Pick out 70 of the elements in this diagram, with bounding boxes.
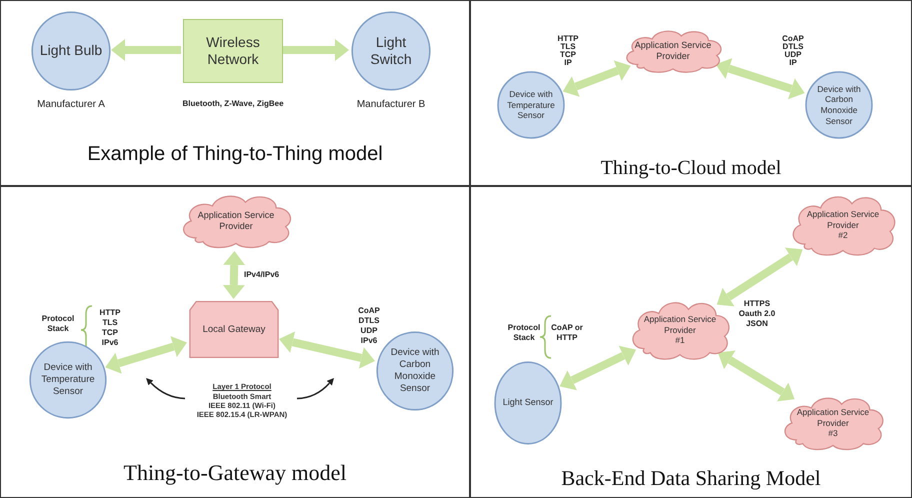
node-caption: Manufacturer B — [356, 98, 426, 112]
model-caption: Thing-to-Cloud model — [600, 156, 782, 181]
device-circle — [31, 11, 111, 91]
protocol-label: HTTP — [98, 308, 122, 318]
double-arrow — [718, 350, 795, 402]
node-label: Light Bulb — [40, 42, 102, 60]
node-label: Device with Temperature Sensor — [506, 89, 556, 121]
protocol-label: CoAP or HTTP — [550, 323, 584, 343]
node-caption: Manufacturer A — [37, 98, 105, 112]
protocol-label: Protocol Stack — [40, 314, 76, 334]
node-label: Wireless Network — [205, 34, 261, 68]
protocol-label: TLS — [559, 42, 577, 51]
protocol-label: IP — [788, 58, 798, 68]
node-label: Device with Carbon Monoxide Sensor — [390, 347, 440, 395]
gateway-box — [189, 301, 279, 358]
panel — [470, 0, 912, 186]
device-circle — [494, 361, 562, 445]
protocol-label: CoAP — [781, 34, 805, 43]
node-label: Application Service Provider — [806, 209, 880, 230]
node-label: Device with Temperature Sensor — [40, 362, 96, 398]
node-label: Application Service Provider — [642, 314, 718, 336]
double-arrow — [222, 251, 246, 299]
node-label: Application Service Provider — [796, 407, 870, 428]
node-label: Local Gateway — [202, 324, 266, 336]
curved-arrow — [296, 378, 334, 400]
device-circle — [376, 331, 454, 411]
model-caption: Thing-to-Gateway model — [124, 459, 346, 487]
model-caption: Example of Thing-to-Thing model — [87, 142, 383, 167]
protocol-label: CoAP — [357, 306, 381, 316]
protocol-label: TCP — [559, 50, 577, 60]
protocol-label: DTLS — [782, 42, 804, 52]
node-label: Device with Carbon Monoxide Sensor — [816, 84, 862, 126]
device-circle — [805, 71, 873, 139]
protocol-label: IPv6 — [100, 338, 120, 348]
double-arrow — [283, 39, 349, 61]
network-box — [183, 19, 283, 83]
panel — [470, 186, 912, 498]
double-arrow — [716, 58, 805, 100]
double-arrow — [279, 331, 375, 369]
protocol-label: JSON — [745, 319, 769, 329]
model-caption: Back-End Data Sharing Model — [561, 465, 821, 492]
protocol-label: UDP — [360, 326, 378, 336]
protocol-label: IP — [563, 58, 573, 68]
double-arrow — [111, 39, 181, 61]
device-circle — [351, 11, 431, 91]
node-label: Light Switch — [369, 34, 413, 68]
panel — [0, 186, 470, 498]
double-arrow — [105, 336, 187, 374]
protocol-label: TCP — [101, 328, 119, 338]
node-label: Application Service Provider — [634, 40, 712, 62]
protocol-label: UDP — [784, 50, 802, 60]
protocol-label: Oauth 2.0 — [738, 309, 776, 319]
protocol-label: HTTPS — [742, 299, 772, 309]
double-arrow — [560, 346, 636, 390]
node-label: Application Service Provider — [196, 210, 276, 232]
curved-arrow — [146, 378, 186, 400]
device-circle — [497, 71, 565, 139]
protocol-label: Protocol Stack — [506, 323, 542, 343]
double-arrow — [562, 60, 631, 97]
node-label: #1 — [675, 335, 685, 346]
node-label: Light Sensor — [502, 397, 554, 409]
double-arrow — [716, 248, 803, 306]
node-label: #3 — [828, 428, 838, 439]
protocol-label: HTTP — [556, 34, 580, 43]
protocol-label: IPv6 — [360, 336, 378, 346]
protocol-label: TLS — [101, 318, 119, 328]
node-caption: Bluetooth, Z-Wave, ZigBee — [182, 98, 284, 110]
node-label: #2 — [838, 230, 848, 241]
panel — [0, 0, 470, 186]
protocol-label: DTLS — [358, 316, 380, 326]
